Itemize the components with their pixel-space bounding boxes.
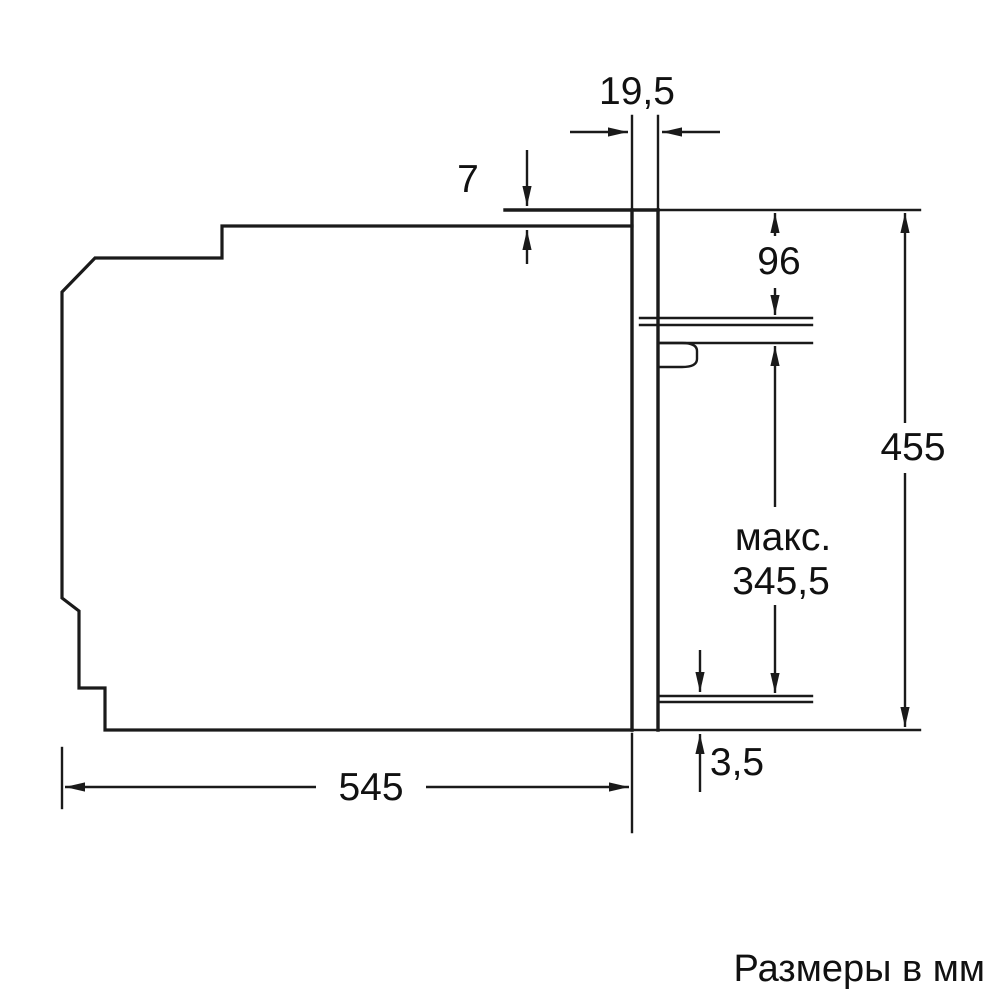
label-top-overhang: 7: [457, 158, 479, 201]
label-total-height: 455: [880, 426, 945, 469]
label-masks: [316, 236, 955, 812]
mask-depth: [316, 760, 426, 812]
units-caption: Размеры в мм: [734, 948, 985, 990]
door-handle: [656, 341, 699, 369]
label-depth: 545: [338, 766, 403, 809]
label-door-thickness: 19,5: [599, 70, 675, 113]
label-panel-height: 96: [757, 240, 800, 283]
mask-panel-height: [750, 236, 808, 288]
label-max-value: 345,5: [732, 560, 830, 603]
label-max-prefix: макс.: [735, 516, 831, 559]
mask-total-height: [873, 423, 955, 473]
mask-max-height: [706, 507, 856, 605]
appliance-outline: [60, 208, 814, 732]
extension-lines: [60, 114, 922, 834]
dimension-arrows: [65, 127, 910, 792]
oven-body-outline: [60, 224, 634, 732]
dimension-labels: 19,5 7 96 455 макс. 345,5 3,5 545: [338, 70, 945, 809]
label-bottom-gap: 3,5: [710, 741, 764, 784]
